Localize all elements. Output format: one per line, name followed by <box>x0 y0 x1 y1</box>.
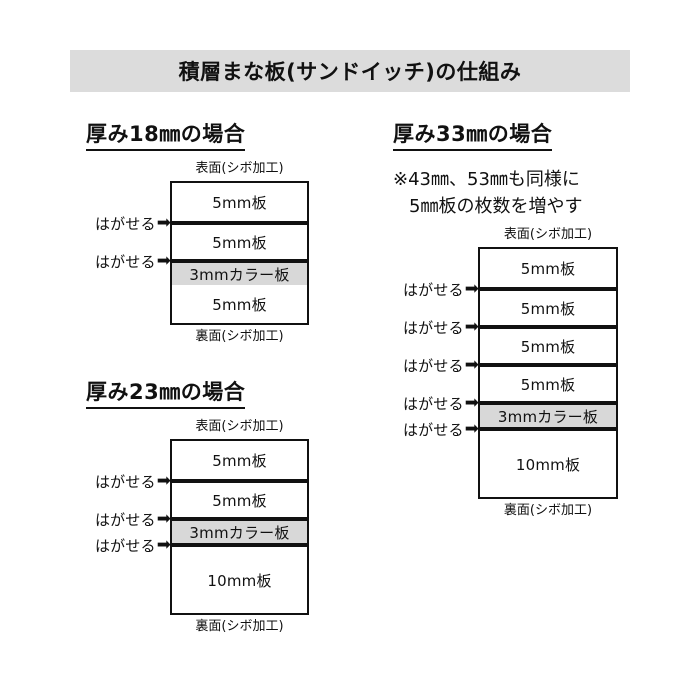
section-heading-23mm: 厚み23㎜の場合 <box>86 376 246 409</box>
peelable-label: はがせる <box>94 510 156 529</box>
peelable-label: はがせる <box>402 394 464 413</box>
layer-label: 3mmカラー板 <box>497 407 599 426</box>
peelable-label: はがせる <box>402 420 464 439</box>
layer-board: 5mm板 <box>172 285 307 323</box>
peelable-marker: はがせる➡ <box>403 419 480 439</box>
layer-label: 5mm板 <box>212 491 267 510</box>
layer-label: 10mm板 <box>207 571 272 590</box>
layer-label: 5mm板 <box>520 299 576 318</box>
stack-box: 5mm板はがせる➡5mm板はがせる➡3mmカラー板はがせる➡10mm板 <box>95 439 309 615</box>
note-line-1: ※43㎜、53㎜も同様に <box>393 169 580 190</box>
right-arrow-icon: ➡ <box>156 470 171 491</box>
right-arrow-icon: ➡ <box>156 212 171 233</box>
layer-label: 10mm板 <box>515 455 581 474</box>
peelable-marker: はがせる➡ <box>403 355 480 375</box>
layer-label: 5mm板 <box>212 295 267 314</box>
layer-label: 5mm板 <box>520 375 576 394</box>
peelable-label: はがせる <box>402 318 464 337</box>
peelable-marker: はがせる➡ <box>95 251 172 271</box>
peelable-label: はがせる <box>402 356 464 375</box>
layer-board: 5mm板 <box>480 249 616 287</box>
top-face-label: 表面(シボ加工) <box>503 227 593 242</box>
right-arrow-icon: ➡ <box>464 278 479 299</box>
top-face-label: 表面(シボ加工) <box>195 161 284 176</box>
bottom-face-label: 裏面(シボ加工) <box>503 503 593 518</box>
note-line-2: 5㎜板の枚数を増やす <box>409 196 583 217</box>
peelable-label: はがせる <box>94 536 156 555</box>
section-heading-18mm: 厚み18㎜の場合 <box>86 118 246 151</box>
right-arrow-icon: ➡ <box>156 534 171 555</box>
peelable-marker: はがせる➡ <box>403 393 480 413</box>
page-title: 積層まな板(サンドイッチ)の仕組み <box>178 60 522 84</box>
layer-stack-33mm: 表面(シボ加工)5mm板はがせる➡5mm板はがせる➡5mm板はがせる➡5mm板は… <box>403 226 618 520</box>
layer-board: 5mm板 <box>172 183 307 221</box>
bottom-face-label: 裏面(シボ加工) <box>195 329 284 344</box>
bottom-face-label: 裏面(シボ加工) <box>195 619 284 634</box>
layer-stack-23mm: 表面(シボ加工)5mm板はがせる➡5mm板はがせる➡3mmカラー板はがせる➡10… <box>95 418 309 636</box>
top-face-label: 表面(シボ加工) <box>195 419 284 434</box>
layer-label: 5mm板 <box>212 451 267 470</box>
peelable-label: はがせる <box>94 214 156 233</box>
layer-label: 5mm板 <box>212 233 267 252</box>
section-heading-33mm: 厚み33㎜の場合 <box>393 118 553 151</box>
layer-label: 3mmカラー板 <box>189 523 290 542</box>
layer-board: はがせる➡ 5mm板 <box>403 318 616 363</box>
peelable-marker: はがせる➡ <box>403 317 480 337</box>
thickness-variants-note: ※43㎜、53㎜も同様に 5㎜板の枚数を増やす <box>393 166 582 220</box>
peelable-label: はがせる <box>94 252 156 271</box>
layer-label: 5mm板 <box>520 337 576 356</box>
layer-board: はがせる➡ 10mm板 <box>403 420 616 497</box>
right-arrow-icon: ➡ <box>464 316 479 337</box>
layer-board: はがせる➡ 5mm板 <box>403 280 616 325</box>
peelable-label: はがせる <box>94 472 156 491</box>
peelable-label: はがせる <box>402 280 464 299</box>
layer-label: 3mmカラー板 <box>189 265 290 284</box>
right-arrow-icon: ➡ <box>156 250 171 271</box>
layer-board: はがせる➡ 5mm板 <box>403 356 616 401</box>
peelable-marker: はがせる➡ <box>95 509 172 529</box>
right-arrow-icon: ➡ <box>464 392 479 413</box>
layer-board: はがせる➡ 10mm板 <box>95 536 307 613</box>
right-arrow-icon: ➡ <box>156 508 171 529</box>
peelable-marker: はがせる➡ <box>403 279 480 299</box>
diagram-title-banner: 積層まな板(サンドイッチ)の仕組み <box>70 50 630 92</box>
right-arrow-icon: ➡ <box>464 354 479 375</box>
peelable-marker: はがせる➡ <box>95 471 172 491</box>
layer-board: はがせる➡ 5mm板 <box>95 472 307 517</box>
layer-label: 5mm板 <box>520 259 576 278</box>
peelable-marker: はがせる➡ <box>95 213 172 233</box>
layer-color-board: はがせる➡ 3mmカラー板 <box>95 510 307 543</box>
layer-color-board: はがせる➡ 3mmカラー板 <box>95 252 307 285</box>
layer-board: はがせる➡ 5mm板 <box>95 214 307 259</box>
layer-board: 5mm板 <box>172 441 307 479</box>
stack-box: 5mm板はがせる➡5mm板はがせる➡5mm板はがせる➡5mm板はがせる➡3mmカ… <box>403 247 618 499</box>
right-arrow-icon: ➡ <box>464 418 479 439</box>
peelable-marker: はがせる➡ <box>95 535 172 555</box>
layer-color-board: はがせる➡ 3mmカラー板 <box>403 394 616 427</box>
layer-label: 5mm板 <box>212 193 267 212</box>
